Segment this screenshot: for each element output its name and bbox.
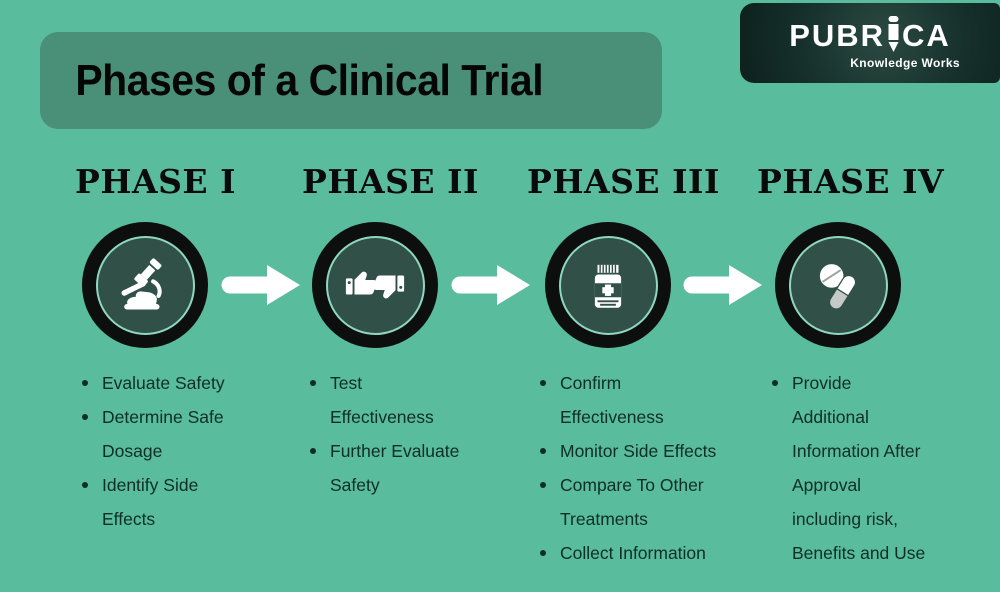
phase-1-bullet-list: Evaluate Safety Determine Safe Dosage Id… (78, 366, 256, 536)
phase-4-badge-inner (788, 235, 888, 335)
bullet-item: Further Evaluate Safety (306, 434, 496, 502)
phase-1-heading: PHASE I (75, 162, 237, 201)
bullet-item: Determine Safe Dosage (78, 400, 256, 468)
bullet-item: Test Effectiveness (306, 366, 496, 434)
pencil-icon (888, 16, 899, 52)
bullet-item: Confirm Effectiveness (536, 366, 746, 434)
microscope-icon (121, 258, 162, 310)
arrow-right-icon (451, 265, 530, 305)
logo-box: PUBR CA Knowledge Works (740, 3, 1000, 83)
bullet-item: Identify Side Effects (78, 468, 256, 536)
phase-1-badge (82, 222, 208, 348)
phase-4-heading: PHASE IV (757, 162, 945, 201)
page-title: Phases of a Clinical Trial (75, 55, 544, 105)
bullet-item: Monitor Side Effects (536, 434, 746, 468)
phase-2-badge (312, 222, 438, 348)
bullet-item: Collect Information (536, 536, 746, 570)
arrow-right-icon (683, 265, 762, 305)
phase-4-badge (775, 222, 901, 348)
phase-2-badge-inner (325, 235, 425, 335)
bullet-item: Provide Additional Information After App… (768, 366, 958, 570)
phase-3-badge (545, 222, 671, 348)
bullet-item: Evaluate Safety (78, 366, 256, 400)
brand-text-left: PUBR (789, 17, 886, 53)
phase-4-bullet-list: Provide Additional Information After App… (768, 366, 958, 570)
phase-3-bullet-list: Confirm Effectiveness Monitor Side Effec… (536, 366, 746, 570)
title-box: Phases of a Clinical Trial (40, 32, 662, 129)
phase-2-heading: PHASE II (302, 162, 479, 201)
brand-wordmark: PUBR CA (789, 16, 951, 54)
phase-3-heading: PHASE III (527, 162, 720, 201)
bullet-item: Compare To Other Treatments (536, 468, 746, 536)
phase-2-bullet-list: Test Effectiveness Further Evaluate Safe… (306, 366, 496, 502)
phase-1-badge-inner (95, 235, 195, 335)
pills-icon (819, 264, 857, 310)
thumbs-up-down-icon (345, 271, 405, 299)
brand-tagline: Knowledge Works (850, 56, 960, 70)
arrow-right-icon (221, 265, 300, 305)
medicine-bottle-icon (594, 264, 622, 308)
phase-3-badge-inner (558, 235, 658, 335)
brand-text-right: CA (902, 17, 951, 53)
